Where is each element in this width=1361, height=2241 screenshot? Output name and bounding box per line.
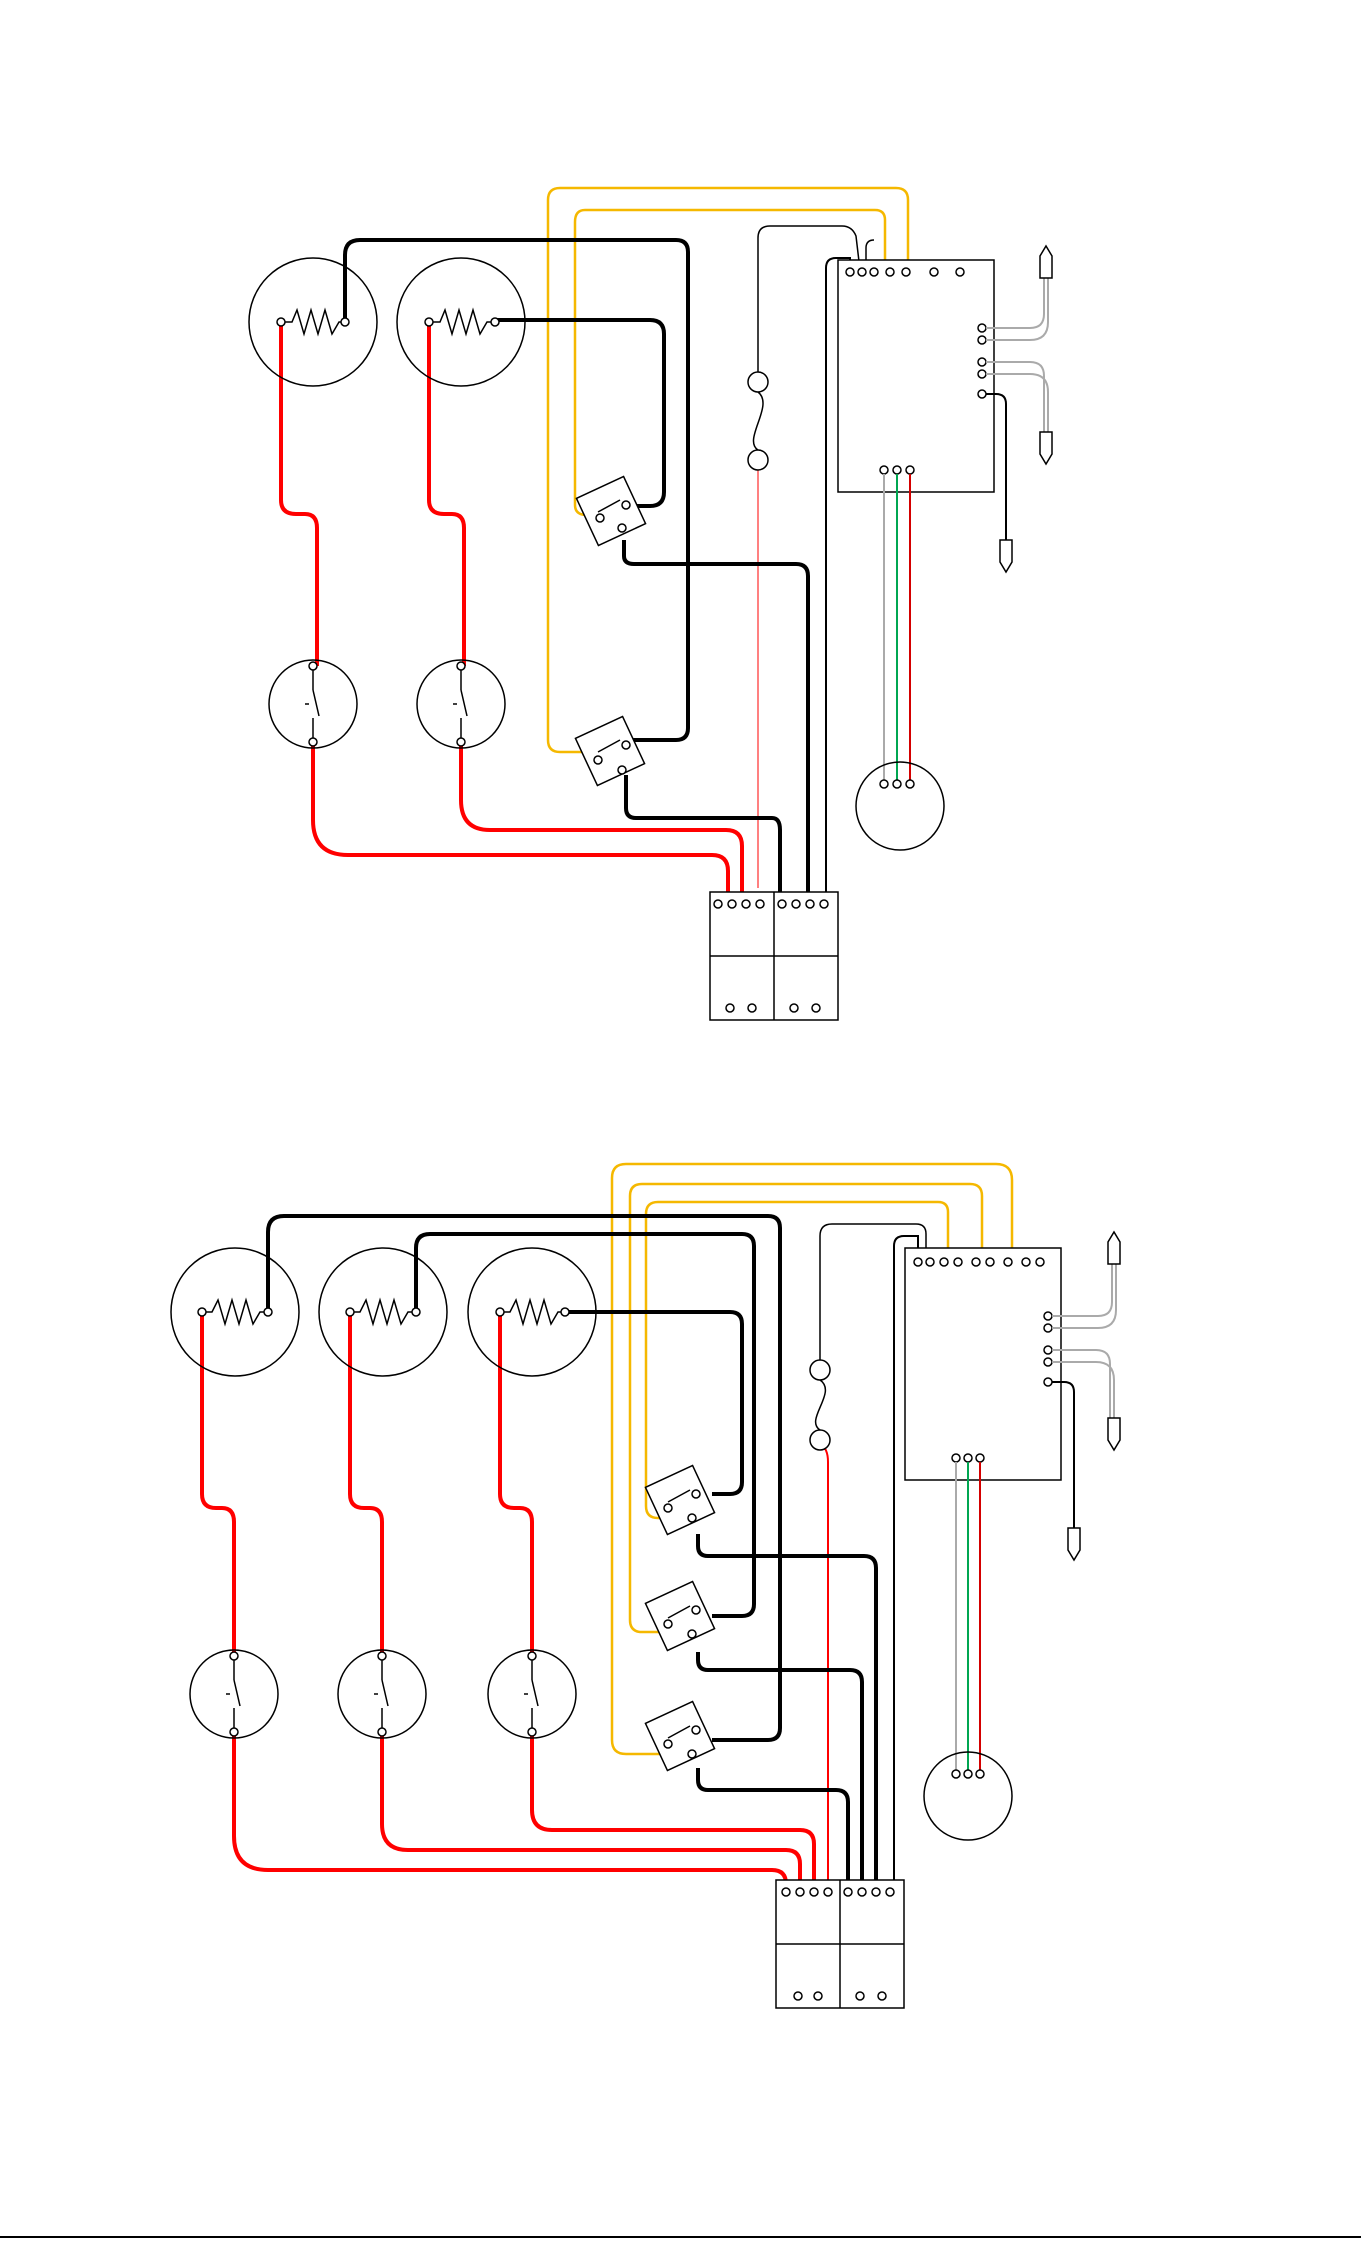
relay-icon bbox=[645, 1701, 714, 1770]
thermal-switch-icon bbox=[417, 660, 505, 748]
thermal-switch-icon bbox=[338, 1650, 426, 1738]
heating-element-icon bbox=[249, 258, 377, 386]
heating-element-icon bbox=[319, 1248, 447, 1376]
controller-icon bbox=[905, 1248, 1061, 1480]
red-wires bbox=[202, 1312, 814, 1888]
thermal-switch-icon bbox=[269, 660, 357, 748]
black-wires bbox=[345, 240, 808, 892]
red-wires bbox=[281, 322, 742, 892]
two-zone-wiring bbox=[249, 188, 1052, 1020]
thermal-switch-icon bbox=[190, 1650, 278, 1738]
thermal-switch-icon bbox=[488, 1650, 576, 1738]
temperature-probe-icon bbox=[856, 762, 944, 850]
controller-icon bbox=[838, 260, 994, 492]
relay-icon bbox=[575, 716, 644, 785]
relay-icon bbox=[645, 1581, 714, 1650]
black-wires bbox=[268, 1216, 876, 1888]
fuse-red-wire bbox=[820, 1444, 828, 1888]
fuse-icon bbox=[810, 1360, 830, 1450]
page-bottom-border bbox=[0, 2236, 1361, 2238]
terminal-block-icon bbox=[776, 1880, 904, 2008]
three-zone-wiring bbox=[171, 1164, 1120, 2008]
fuse-icon bbox=[748, 372, 768, 470]
terminal-block-icon bbox=[710, 892, 838, 1020]
relay-icon bbox=[645, 1465, 714, 1534]
heating-element-icon bbox=[171, 1248, 299, 1376]
relay-icon bbox=[576, 476, 645, 545]
